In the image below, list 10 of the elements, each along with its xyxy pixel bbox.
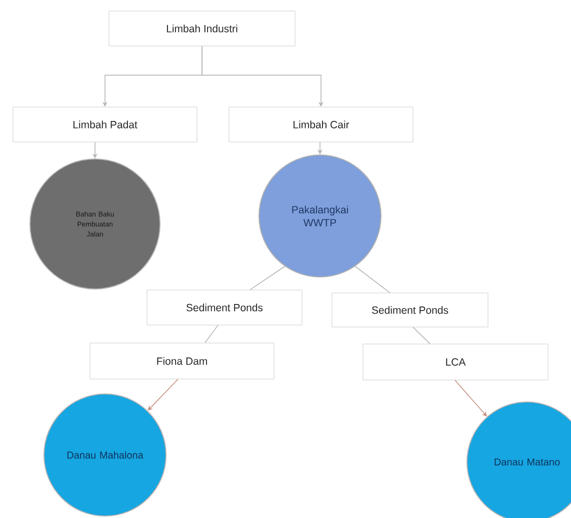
circle-node: Danau Mahalona <box>44 394 166 516</box>
process-box: Limbah Cair <box>228 106 414 142</box>
process-box: Sediment Ponds <box>332 292 488 328</box>
process-box: Sediment Ponds <box>146 290 302 326</box>
circle-node: Pakalangkai WWTP <box>258 154 382 278</box>
circle-node: Danau Matano <box>466 402 571 518</box>
process-box: Fiona Dam <box>90 342 274 380</box>
process-box: Limbah Padat <box>12 106 198 142</box>
process-box: Limbah Industri <box>108 10 296 46</box>
process-box: LCA <box>362 344 548 380</box>
